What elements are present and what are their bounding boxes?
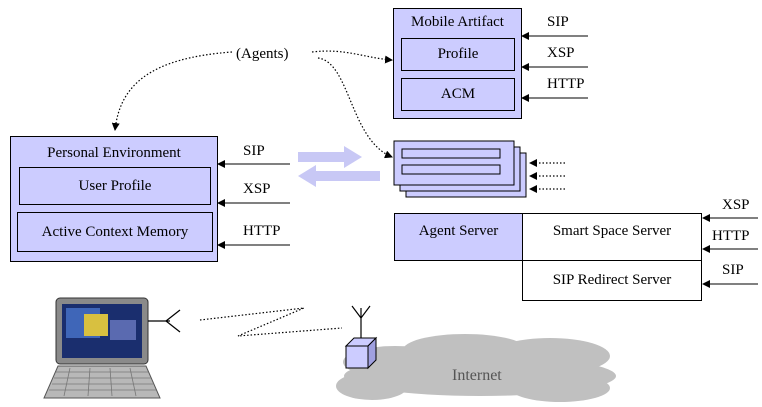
wireless-link [199,307,343,337]
agents-label: (Agents) [236,46,289,62]
mobile-artifact-title: Mobile Artifact [411,14,504,30]
sip-redirect-server-box: SIP Redirect Server [522,260,702,301]
exchange-arrow-left [298,165,380,187]
personal-sip-label: SIP [243,143,265,159]
server-sip-label: SIP [722,262,744,278]
personal-xsp-label: XSP [243,181,271,197]
agents-to-personal-env-arrow [111,51,233,131]
personal-http-label: HTTP [243,223,281,239]
mobile-artifact-box: Mobile Artifact Profile ACM [393,8,522,119]
agent-server-box: Agent Server [394,213,523,261]
agent-stack [393,140,527,198]
mobile-http-label: HTTP [547,76,585,92]
server-http-label: HTTP [712,228,750,244]
personal-environment-title: Personal Environment [47,145,181,161]
mobile-xsp-label: XSP [547,45,575,61]
agents-to-agent-stack-arrow [317,57,393,159]
user-profile-box: User Profile [19,167,211,205]
acm-box: ACM [401,78,515,111]
exchange-arrow-right [298,146,362,168]
internet-label: Internet [452,367,502,384]
active-context-memory-box: Active Context Memory [17,212,213,252]
profile-box: Profile [401,38,515,71]
laptop-icon [43,297,181,399]
internet-cloud [336,334,616,402]
personal-environment-box: Personal Environment User Profile Active… [10,136,218,262]
server-xsp-label: XSP [722,197,750,213]
smart-space-server-box: Smart Space Server [522,213,702,261]
base-station-icon [344,305,378,370]
mobile-sip-label: SIP [547,14,569,30]
agents-to-mobile-artifact-arrow [311,50,393,64]
